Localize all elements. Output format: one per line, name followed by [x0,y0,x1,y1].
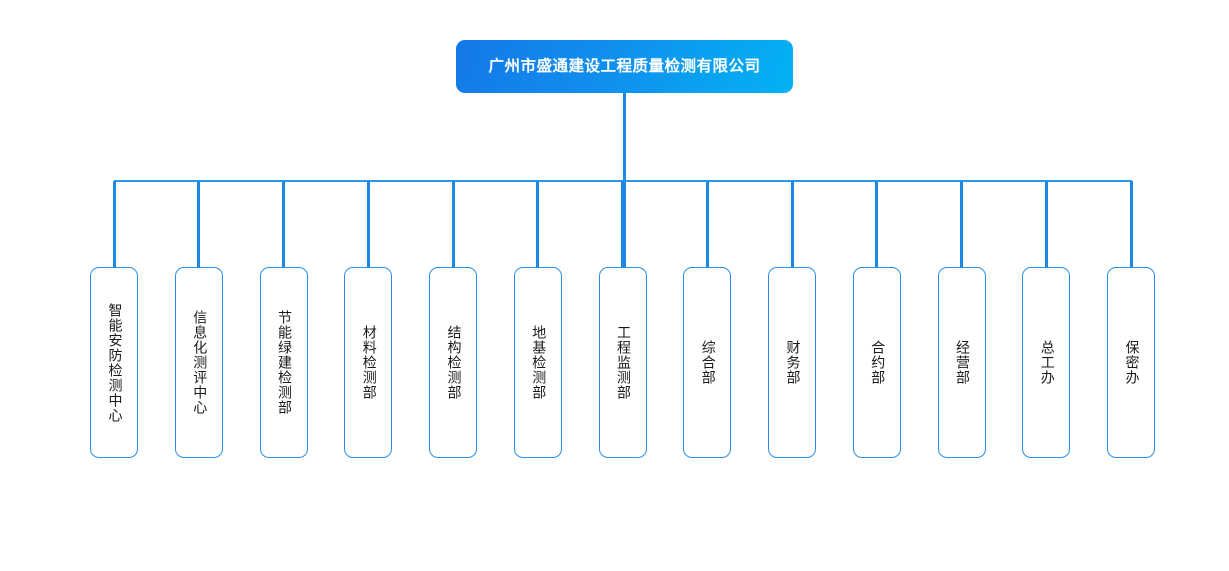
department-box-4[interactable]: 材料检测部 [344,267,393,458]
horizontal-bus-connector [114,180,1132,182]
drop-connector-7 [621,181,624,267]
department-label: 财务部 [784,340,801,385]
drop-connector-13 [1129,181,1133,267]
drop-connector-6 [536,181,540,267]
department-label: 节能绿建检测部 [276,310,292,415]
drop-connector-3 [282,181,285,267]
department-box-3[interactable]: 节能绿建检测部 [259,267,308,458]
drop-connector-8 [705,181,709,267]
department-label: 材料检测部 [360,325,377,400]
department-box-7[interactable]: 工程监测部 [598,267,647,458]
department-label: 智能安防检测中心 [106,302,123,423]
department-box-10[interactable]: 合约部 [852,267,901,458]
drop-connector-11 [960,181,963,267]
department-box-6[interactable]: 地基检测部 [513,267,562,458]
department-label: 合约部 [869,340,886,385]
department-box-5[interactable]: 结构检测部 [429,267,477,458]
department-box-13[interactable]: 保密办 [1107,267,1155,458]
drop-connector-4 [366,181,370,267]
department-box-11[interactable]: 经营部 [937,267,986,458]
department-label: 工程监测部 [615,325,631,400]
department-label: 结构检测部 [445,325,462,400]
department-label: 信息化测评中心 [191,310,208,415]
department-box-8[interactable]: 综合部 [683,267,732,458]
department-box-9[interactable]: 财务部 [768,267,816,458]
department-label: 保密办 [1123,340,1140,385]
drop-connector-1 [112,181,116,267]
root-node-company[interactable]: 广州市盛通建设工程质量检测有限公司 [456,40,793,93]
drop-connector-12 [1044,181,1048,267]
department-box-1[interactable]: 智能安防检测中心 [90,267,138,458]
department-box-2[interactable]: 信息化测评中心 [174,267,223,458]
drop-connector-5 [451,181,455,267]
department-label: 经营部 [954,340,970,385]
department-label: 地基检测部 [530,325,547,400]
drop-connector-2 [197,181,201,267]
department-label: 综合部 [699,340,716,385]
department-box-12[interactable]: 总工办 [1022,267,1071,458]
department-label: 总工办 [1038,340,1055,385]
root-node-label: 广州市盛通建设工程质量检测有限公司 [488,56,761,75]
drop-connector-9 [790,181,794,267]
drop-connector-10 [875,181,879,267]
